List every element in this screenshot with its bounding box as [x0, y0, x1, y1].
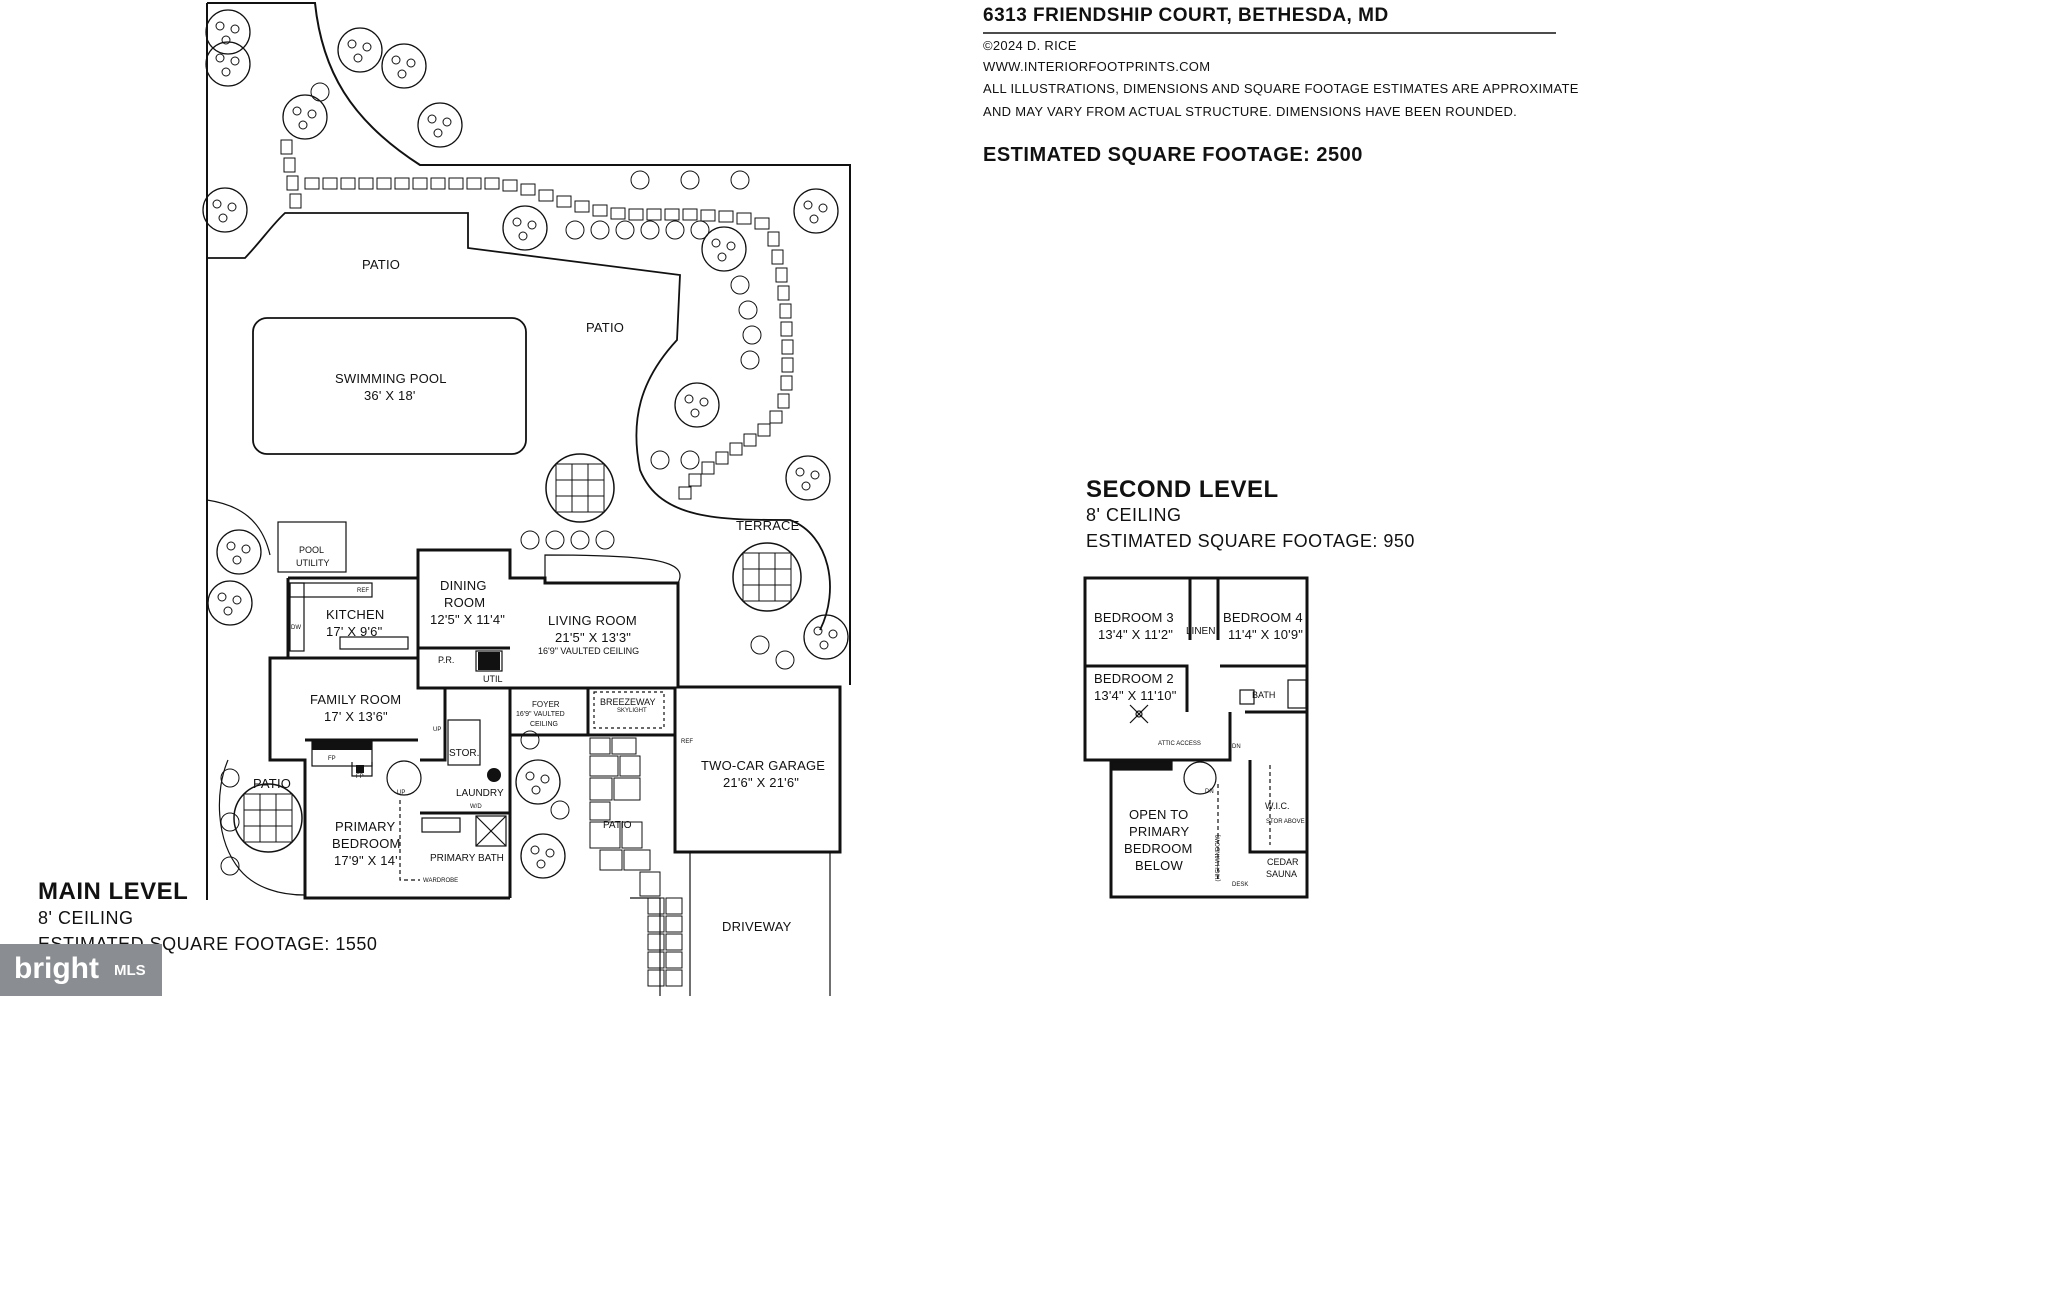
breezeway-label: BREEZEWAY [600, 697, 656, 707]
copyright: ©2024 D. RICE [983, 38, 1077, 53]
refrigerator-label-2: REF [681, 739, 693, 745]
garage-dimensions: 21'6" X 21'6" [723, 775, 800, 790]
bath-label: BATH [1252, 690, 1276, 700]
kitchen-dimensions: 17' X 9'6" [326, 624, 383, 639]
washer-dryer-label: W/D [470, 804, 482, 810]
main-level-title: MAIN LEVEL [38, 878, 189, 905]
patio-small-label: PATIO [603, 820, 632, 831]
stone-patio [589, 737, 683, 987]
patio-paver-circle [233, 783, 303, 853]
fireplace-label-1: FP [328, 756, 336, 762]
second-level-ceiling: 8' CEILING [1086, 505, 1182, 525]
second-level-title: SECOND LEVEL [1086, 476, 1279, 503]
dining-dimensions: 12'5" X 11'4" [430, 612, 506, 627]
cedar-sauna-label-2: SAUNA [1266, 869, 1298, 879]
patio-boundary [207, 212, 831, 631]
bedroom-2-dimensions: 13'4" X 11'10" [1094, 688, 1177, 703]
website: WWW.INTERIORFOOTPRINTS.COM [983, 59, 1211, 74]
open-to-label-3: BEDROOM [1124, 841, 1193, 856]
stairs-down-label-1: DN [1205, 789, 1214, 795]
stairs-up-label-1: UP [433, 727, 442, 733]
living-room-dimensions: 21'5" X 13'3" [555, 630, 632, 645]
desk-label: DESK [1232, 882, 1249, 888]
cedar-sauna-label-1: CEDAR [1267, 857, 1299, 867]
primary-bedroom-name-2: BEDROOM [332, 836, 401, 851]
garage-name: TWO-CAR GARAGE [701, 758, 826, 773]
fireplace-label-2: FP [356, 774, 364, 780]
total-square-footage: ESTIMATED SQUARE FOOTAGE: 2500 [983, 144, 1363, 166]
fireplace [312, 742, 372, 750]
bedroom-3-name: BEDROOM 3 [1094, 610, 1174, 625]
stairs-up-label-2: UP [397, 790, 406, 796]
paver-circle [545, 453, 615, 523]
disclaimer-line-1: ALL ILLUSTRATIONS, DIMENSIONS AND SQUARE… [983, 81, 1579, 96]
attic-access-label: ATTIC ACCESS [1158, 741, 1201, 747]
foyer-label-3: CEILING [530, 721, 559, 728]
lot-outline [206, 1, 851, 900]
terrace-label: TERRACE [736, 518, 800, 533]
paver-path [280, 139, 794, 500]
dishwasher-label: DW [291, 625, 301, 631]
bright-mls-logo: bright MLS [0, 944, 162, 996]
interior-lines [206, 499, 831, 996]
bedroom-2-name: BEDROOM 2 [1094, 671, 1174, 686]
foyer-label-2: 16'9" VAULTED [516, 711, 565, 718]
swimming-pool [252, 317, 527, 455]
second-level-details [1111, 679, 1307, 880]
logo-brand: bright [14, 952, 99, 985]
pool-dimensions: 36' X 18' [364, 388, 416, 403]
laundry-label: LAUNDRY [456, 788, 504, 799]
family-room-name: FAMILY ROOM [310, 692, 402, 707]
utility-label: UTIL [483, 674, 503, 684]
primary-bedroom-dimensions: 17'9" X 14' [334, 853, 398, 868]
terrace-paver-circle [732, 542, 802, 612]
open-to-label-2: PRIMARY [1129, 824, 1190, 839]
open-to-label-4: BELOW [1135, 858, 1183, 873]
second-level-walls [1083, 576, 1309, 899]
house-walls [268, 548, 842, 900]
storage-label: STOR. [449, 748, 480, 759]
living-room-name: LIVING ROOM [548, 613, 637, 628]
bedroom-4-name: BEDROOM 4 [1223, 610, 1303, 625]
pool-utility-label-2: UTILITY [296, 558, 330, 568]
floor-plan-drawing [202, 1, 1556, 996]
second-level-sqft: ESTIMATED SQUARE FOOTAGE: 950 [1086, 531, 1415, 551]
storage-above-label: STOR ABOVE [1266, 819, 1305, 825]
linen-label: LINEN [1186, 626, 1216, 637]
bedroom-4-dimensions: 11'4" X 10'9" [1228, 627, 1304, 642]
foyer-label-1: FOYER [532, 700, 560, 709]
disclaimer-line-2: AND MAY VARY FROM ACTUAL STRUCTURE. DIME… [983, 104, 1518, 119]
wardrobe-label: WARDROBE [423, 878, 459, 884]
address-title: 6313 FRIENDSHIP COURT, BETHESDA, MD [983, 5, 1389, 26]
refrigerator-label-1: REF [357, 588, 369, 594]
patio-mid-label: PATIO [586, 320, 625, 335]
powder-room-label: P.R. [438, 655, 455, 665]
open-to-label-1: OPEN TO [1129, 807, 1189, 822]
utility-tank [478, 652, 500, 670]
primary-bedroom-name-1: PRIMARY [335, 819, 396, 834]
bushes [220, 82, 795, 876]
patio-top-label: PATIO [362, 257, 401, 272]
high-window-label: (HIGH WINDOW) [1215, 834, 1222, 882]
main-level-ceiling: 8' CEILING [38, 908, 134, 928]
dining-name-1: DINING [440, 578, 487, 593]
pool-utility-label-1: POOL [299, 545, 325, 555]
patio-left-label: PATIO [253, 776, 292, 791]
driveway-label: DRIVEWAY [722, 919, 792, 934]
pool-name: SWIMMING POOL [335, 371, 447, 386]
family-room-dimensions: 17' X 13'6" [324, 709, 388, 724]
stairs-down-label-2: DN [1232, 744, 1241, 750]
dining-name-2: ROOM [444, 595, 486, 610]
living-room-ceiling: 16'9" VAULTED CEILING [538, 646, 640, 656]
primary-bath-label: PRIMARY BATH [430, 853, 504, 864]
kitchen-name: KITCHEN [326, 607, 385, 622]
walk-in-closet-label: W.I.C. [1265, 801, 1290, 811]
skylight-label: SKYLIGHT [617, 708, 647, 714]
bedroom-3-dimensions: 13'4" X 11'2" [1098, 627, 1174, 642]
laundry-sink [487, 768, 501, 782]
logo-suffix: MLS [114, 962, 146, 979]
